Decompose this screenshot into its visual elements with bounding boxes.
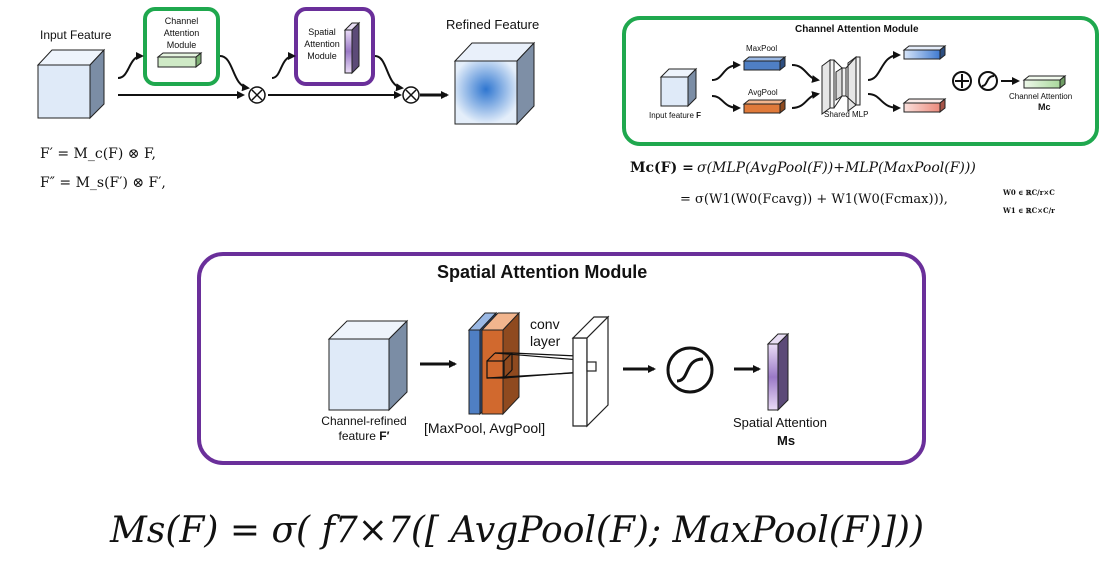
cam-input-symbol: F [696, 111, 702, 120]
channel-eq-line1: σ(MLP(AvgPool(F))+MLP(MaxPool(F))) [697, 160, 976, 176]
spatial-box-label: Spatial Attention Module [302, 26, 342, 62]
channel-box-label-line: Attention [163, 28, 200, 38]
sam-output-label: Spatial Attention [733, 415, 827, 430]
refined-feature-cube [453, 41, 536, 126]
channel-eq-lhs: Mc(F) = [630, 160, 694, 176]
channel-box-label: Channel Attention Module [150, 15, 213, 51]
cam-avgpool-vector [742, 98, 787, 115]
channel-box-label-line: Channel [164, 16, 199, 26]
cam-output-symbol: Mc [1038, 102, 1051, 112]
spatial-attention-equation: Ms(F) = σ( f7×7([ AvgPool(F); MaxPool(F)… [110, 510, 924, 551]
avgpool-label: AvgPool [748, 88, 778, 97]
channel-box-label-line: Module [166, 40, 197, 50]
cam-output-vector [1022, 74, 1067, 90]
cam-output-label: Channel Attention [1009, 92, 1073, 101]
cam-input-label: Input feature F [649, 111, 701, 120]
shared-mlp-icon [821, 56, 861, 115]
spatial-module-title: Spatial Attention Module [437, 262, 648, 282]
spatial-box-label-line: Module [307, 51, 337, 61]
sam-input-symbol: F′ [379, 429, 390, 443]
sam-pooled-maps [467, 311, 521, 416]
spatial-box-label-line: Spatial [308, 27, 336, 37]
sam-input-line: Channel-refined [321, 414, 407, 428]
cam-mlp-out-bottom [902, 97, 947, 114]
channel-attention-box [143, 7, 220, 86]
multiply-op-1 [248, 86, 266, 104]
channel-module-title: Channel Attention Module [795, 24, 919, 35]
channel-module-frame [622, 16, 1099, 146]
cbam-equation-2: F″ = M_s(F′) ⊗ F′, [40, 175, 166, 191]
sam-input-line: feature F′ [338, 429, 390, 443]
w1-dimension: W1 ∈ ℝC×C/r [1003, 206, 1055, 215]
input-feature-cube [36, 48, 106, 120]
input-feature-label: Input Feature [40, 28, 112, 42]
sam-output-symbol: Ms [777, 433, 796, 448]
spatial-module-frame [197, 252, 926, 465]
spatial-box-label-line: Attention [304, 39, 340, 49]
shared-mlp-label: Shared MLP [824, 110, 869, 119]
channel-eq-line2: = σ(W1(W0(Fcavg)) + W1(W0(Fcmax))), [680, 192, 948, 207]
cam-mlp-out-top [902, 44, 947, 61]
conv-layer-label: conv layer [530, 316, 560, 350]
cbam-equation-1: F′ = M_c(F) ⊗ F, [40, 146, 156, 162]
refined-feature-label: Refined Feature [446, 17, 540, 32]
sam-input-label: Channel-refined feature F′ [305, 414, 423, 444]
cam-input-cube [659, 67, 698, 108]
spatial-attention-box [294, 7, 375, 86]
cam-maxpool-vector [742, 55, 787, 72]
sam-conv-layer [571, 315, 610, 428]
sam-flow-arrows [420, 360, 761, 373]
sam-input-cube [327, 319, 409, 412]
cam-flow-arrows [711, 51, 1020, 112]
w0-dimension: W0 ∈ ℝC/r×C [1003, 188, 1055, 197]
maxpool-label: MaxPool [746, 44, 778, 53]
conv-layer-line: layer [530, 333, 561, 349]
cam-sum-op [952, 71, 972, 91]
conv-layer-line: conv [530, 316, 560, 332]
channel-vector-icon [156, 51, 203, 69]
pool-concat-label: [MaxPool, AvgPool] [424, 420, 546, 436]
sam-output-map [766, 332, 790, 412]
multiply-op-2 [402, 86, 420, 104]
cam-sigmoid-op [978, 71, 998, 91]
spatial-map-icon [343, 21, 361, 75]
cam-input-text: Input feature [649, 111, 694, 120]
top-flow-arrows [117, 52, 449, 99]
sam-sigmoid-op [666, 346, 714, 394]
